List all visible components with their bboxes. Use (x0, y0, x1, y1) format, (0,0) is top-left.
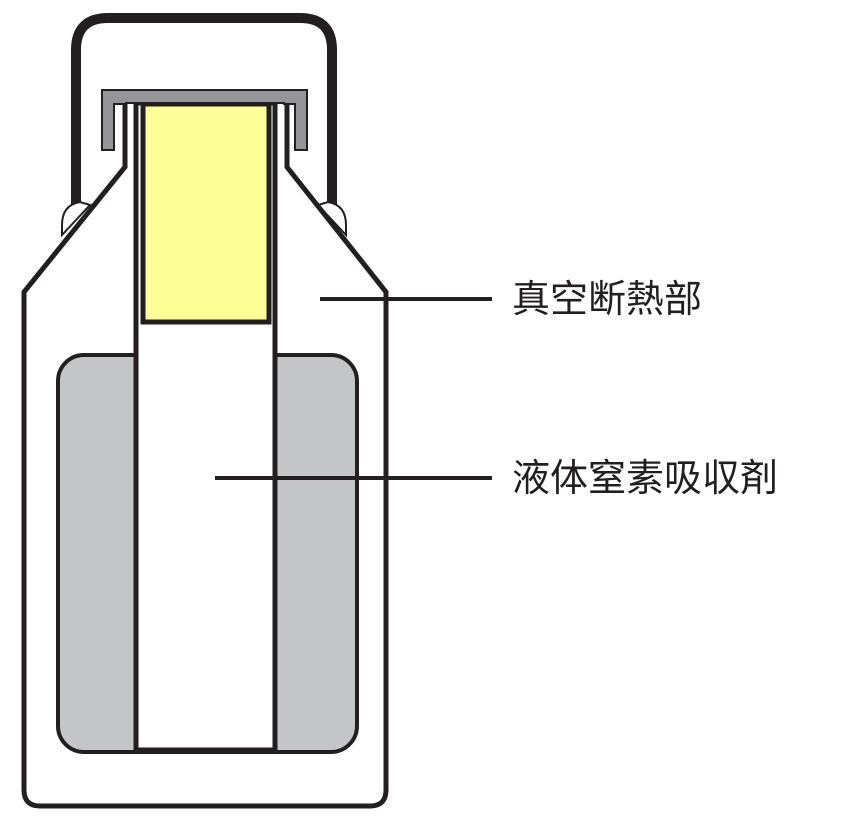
handle-left-mount (61, 200, 92, 238)
carry-handle (71, 13, 337, 205)
handle-right-mount (316, 200, 347, 238)
sample-chamber (140, 101, 272, 325)
cap (101, 89, 308, 151)
label-liquid-nitrogen-absorbent: 液体窒素吸収剤 (512, 456, 779, 500)
label-vacuum-insulation: 真空断熱部 (512, 277, 703, 321)
